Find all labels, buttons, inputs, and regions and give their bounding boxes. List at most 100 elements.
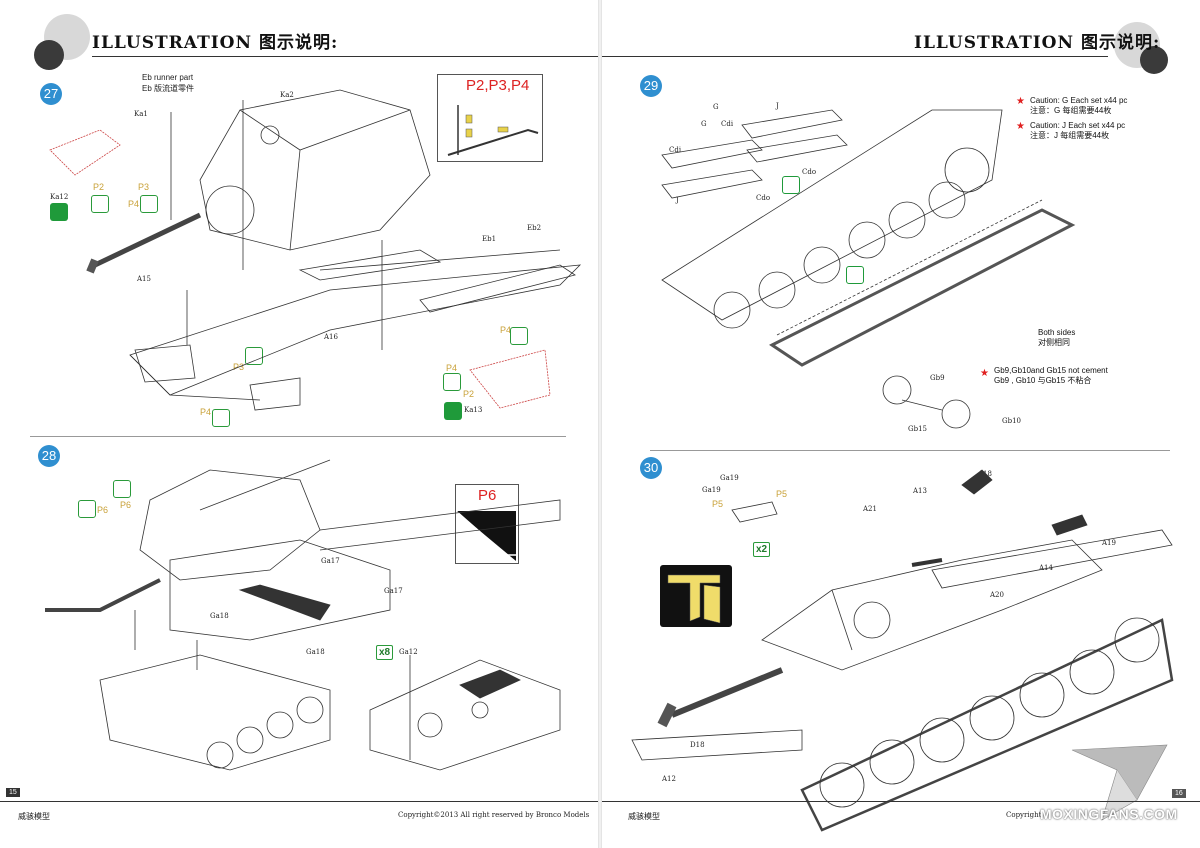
both-sides-en: Both sides <box>1038 328 1076 337</box>
label-a19: A19 <box>1102 539 1116 547</box>
label-a14: A14 <box>1039 564 1053 572</box>
left-page: ILLUSTRATION 图示说明: 27 Eb runner part Eb … <box>0 0 598 848</box>
caution-g-text: Caution: G Each set x44 pc 注意：G 每组需要44枚 <box>1030 96 1127 116</box>
page-gutter <box>598 0 602 848</box>
label-eb2: Eb2 <box>527 224 542 232</box>
label-a16: A16 <box>324 333 338 341</box>
label-p4-d: P4 <box>500 325 512 335</box>
quantity-badge-x8: x8 <box>376 645 394 660</box>
caution-star-icon: ★ <box>1016 96 1025 107</box>
label-a13: A13 <box>913 487 927 495</box>
label-j-a: J <box>776 102 779 110</box>
label-ka1: Ka1 <box>134 110 148 118</box>
label-ga12: Ga12 <box>399 648 418 656</box>
label-ga19-b: Ga19 <box>702 486 721 494</box>
glue-icon <box>113 480 131 498</box>
glue-icon <box>245 347 263 365</box>
step-30-drawing <box>631 469 1174 832</box>
caution-g-en: Caution: G Each set x44 pc <box>1030 96 1128 105</box>
p6-detail-drawing <box>456 510 518 561</box>
step-29-number: 29 <box>640 75 662 97</box>
caution-j-text: Caution: J Each set x44 pc 注意：J 每组需要44枚 <box>1030 121 1125 141</box>
gb-note-en: Gb9,Gb10and Gb15 not cement <box>994 366 1108 375</box>
label-gb9: Gb9 <box>930 374 945 382</box>
step-27-detail-inset: P2,P3,P4 <box>437 74 543 162</box>
step-28-drawing <box>45 459 561 771</box>
label-gb15: Gb15 <box>908 425 927 433</box>
eb-runner-label-cn: Eb 版流道零件 <box>142 84 195 93</box>
glue-icon <box>140 195 158 213</box>
both-sides-text: Both sides 对侧相同 <box>1038 328 1075 348</box>
step-28-detail-inset: P6 <box>455 484 519 564</box>
page-title-left: ILLUSTRATION 图示说明: <box>92 33 339 53</box>
page-title-right: ILLUSTRATION 图示说明: <box>914 33 1161 53</box>
label-cdi-a: Cdi <box>721 120 734 128</box>
label-a12: A12 <box>662 775 676 783</box>
glue-icon <box>443 373 461 391</box>
step-27-drawing <box>49 89 582 411</box>
gb-note-text: Gb9,Gb10and Gb15 not cement Gb9 , Gb10 与… <box>994 366 1108 386</box>
label-p3-a: P3 <box>138 182 150 192</box>
footer-rule-left <box>0 801 598 802</box>
label-ga17-a: Ga17 <box>321 557 340 565</box>
label-ka13: Ka13 <box>464 406 483 414</box>
label-d18: D18 <box>690 741 705 749</box>
label-p5-a: P5 <box>712 499 724 509</box>
step-29-drawing <box>661 109 1076 429</box>
page-number-right: 16 <box>1172 789 1186 798</box>
label-cdo-b: Cdo <box>756 194 771 202</box>
quantity-badge-x2: x2 <box>753 542 771 557</box>
label-a20: A20 <box>990 591 1004 599</box>
label-ga18-b: Ga18 <box>306 648 325 656</box>
step-30-number: 30 <box>640 457 662 479</box>
header-ornament-dark <box>34 40 64 70</box>
page-number-left: 15 <box>6 788 20 797</box>
label-p5-b: P5 <box>776 489 788 499</box>
moxingfans-logo <box>1071 744 1168 821</box>
step-27-number: 27 <box>40 83 62 105</box>
label-j-b: J <box>676 196 679 204</box>
step-28-number: 28 <box>38 445 60 467</box>
glue-icon <box>78 500 96 518</box>
caution-star-icon: ★ <box>1016 121 1025 132</box>
step-divider-right <box>650 450 1170 451</box>
footer-brand-left: 威骇模型 <box>18 812 50 821</box>
label-p6-a: P6 <box>97 505 109 515</box>
no-cement-icon <box>846 266 864 284</box>
caution-g-cn: 注意：G 每组需要44枚 <box>1030 106 1112 115</box>
label-cdo-a: Cdo <box>802 168 817 176</box>
footer-brand-right: 威骇模型 <box>628 812 660 821</box>
label-p4-c: P4 <box>446 363 458 373</box>
eb-runner-label-en: Eb runner part <box>142 73 194 82</box>
label-ka2: Ka2 <box>280 91 294 99</box>
label-gb10: Gb10 <box>1002 417 1021 425</box>
caution-j-cn: 注意：J 每组需要44枚 <box>1030 131 1110 140</box>
pe-tool-icon <box>50 203 68 221</box>
watermark-text: MOXINGFANS.COM <box>1040 806 1178 822</box>
step-30-detail-inset: P5 <box>660 565 732 627</box>
label-g-b: G <box>713 103 719 111</box>
label-p4-a: P4 <box>128 199 140 209</box>
label-p4-b: P4 <box>200 407 212 417</box>
step-divider-left <box>30 436 566 437</box>
gb-note-cn: Gb9 , Gb10 与Gb15 不粘合 <box>994 376 1092 385</box>
label-p2-a: P2 <box>93 182 105 192</box>
footer-rule-right <box>602 801 1200 802</box>
both-sides-cn: 对侧相同 <box>1038 338 1070 347</box>
header-rule-right <box>602 56 1108 57</box>
label-ga17-b: Ga17 <box>384 587 403 595</box>
label-p2-b: P2 <box>463 389 475 399</box>
p5-detail-drawing <box>667 574 721 624</box>
pe-parts-detail-drawing <box>447 105 539 156</box>
pe-tool-icon <box>444 402 462 420</box>
footer-copyright: Copyright©2013 All right reserved by Bro… <box>398 811 590 819</box>
glue-icon <box>212 409 230 427</box>
glue-icon <box>510 327 528 345</box>
label-p6-b: P6 <box>120 500 132 510</box>
glue-icon <box>91 195 109 213</box>
label-ga19-a: Ga19 <box>720 474 739 482</box>
no-cement-icon <box>782 176 800 194</box>
label-g-a: G <box>701 120 707 128</box>
footer-copyright-right: Copyright <box>1006 811 1042 819</box>
label-ga18-a: Ga18 <box>210 612 229 620</box>
